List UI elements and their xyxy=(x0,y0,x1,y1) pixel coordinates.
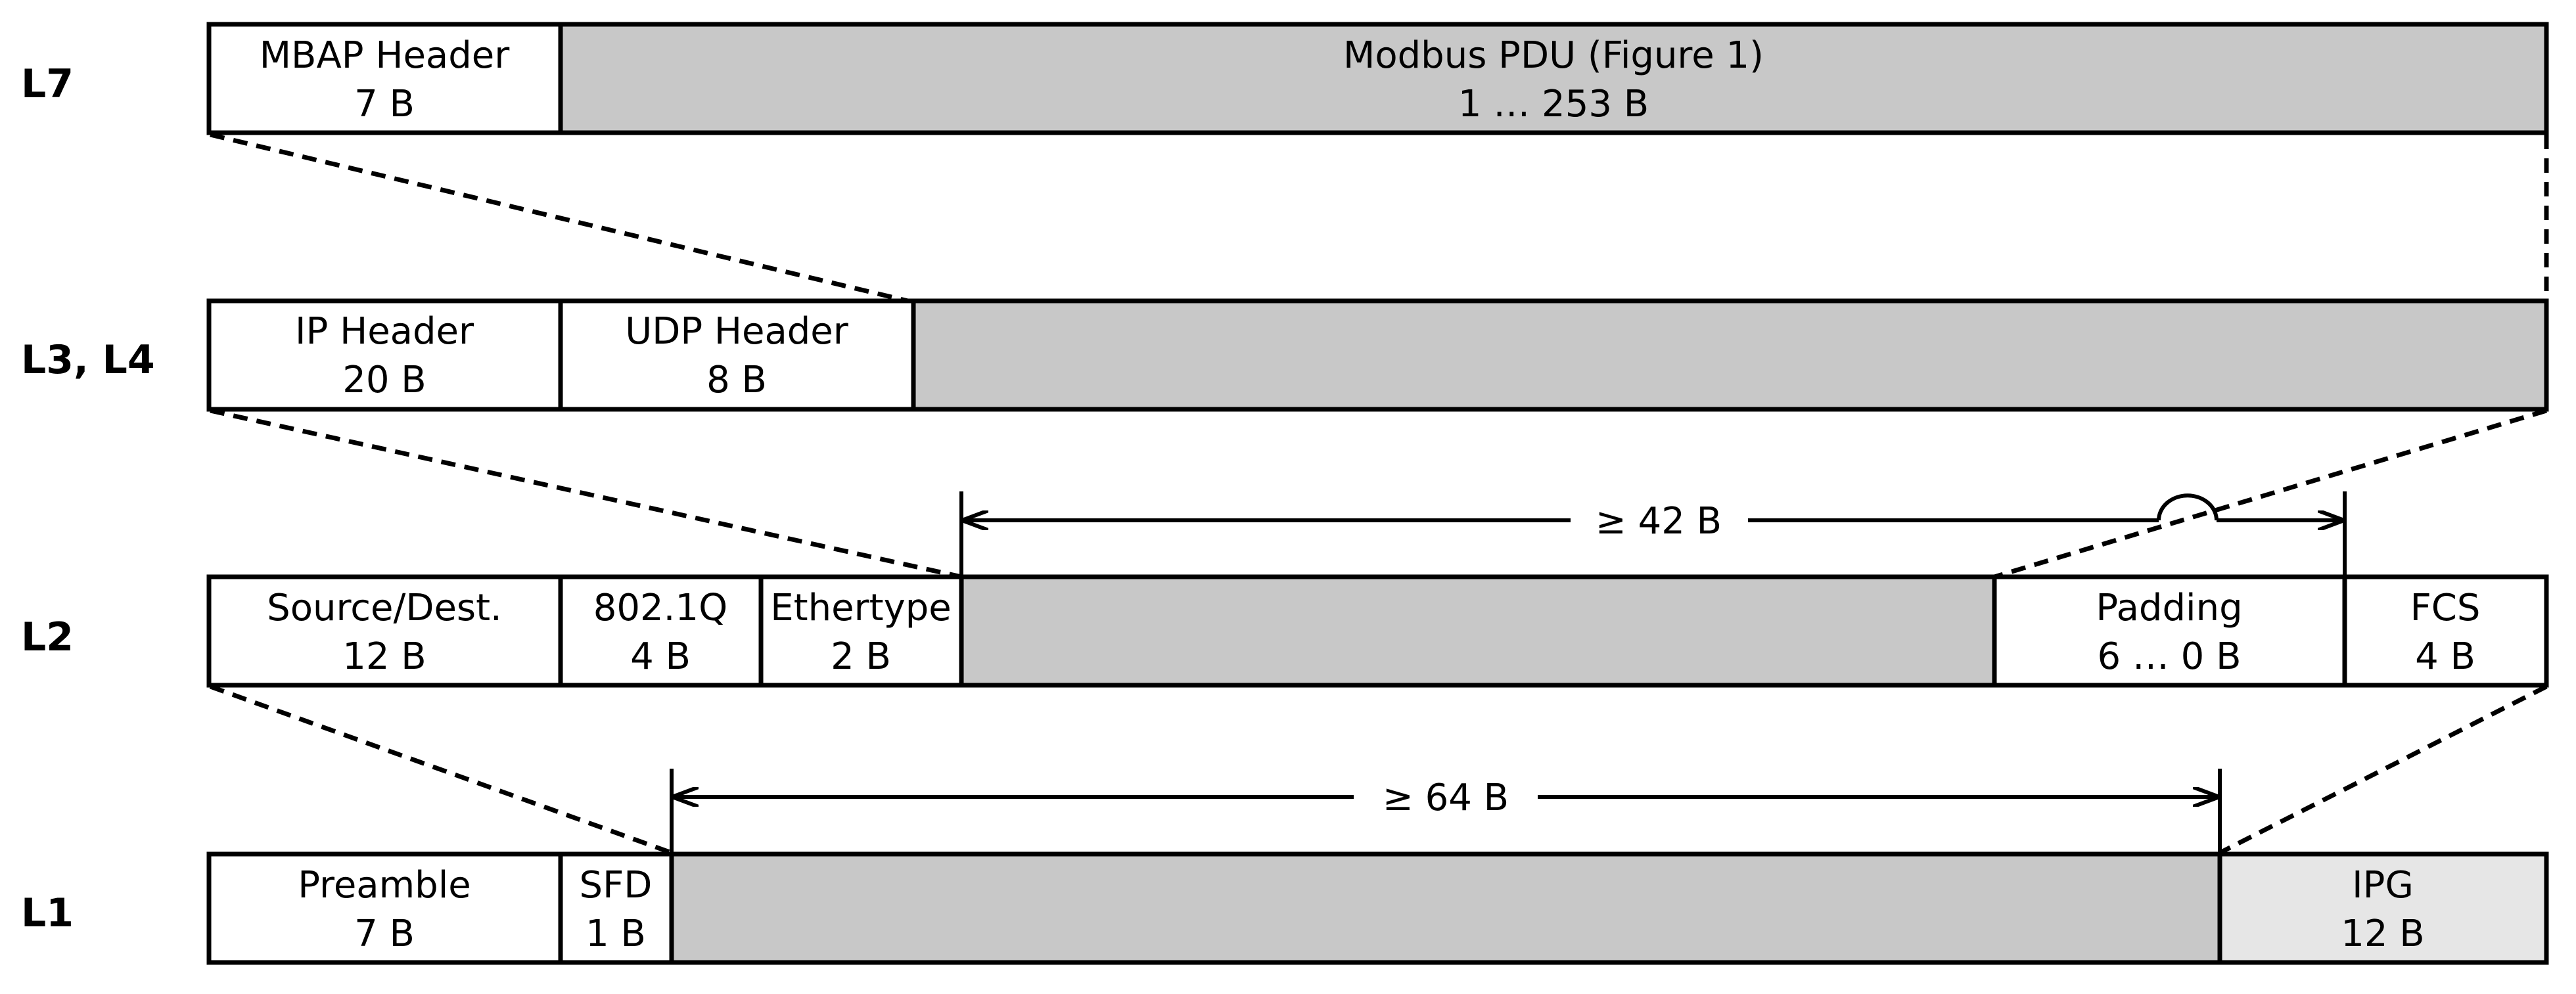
mbap-header-size: 7 B xyxy=(354,83,415,125)
fcs-label: FCS xyxy=(2410,587,2481,629)
connector-l7-left xyxy=(210,132,914,305)
l2-span-arrow: ≥ 42 B xyxy=(959,491,2347,578)
l1-frame-cell xyxy=(669,851,2222,965)
sfd-cell xyxy=(558,851,674,965)
source-dest-size: 12 B xyxy=(342,635,426,678)
padding-label: Padding xyxy=(2096,587,2242,629)
source-dest-label: Source/Dest. xyxy=(267,587,502,629)
l2-text: Source/Dest. 12 B 802.1Q 4 B Ethertype 2… xyxy=(267,587,2480,678)
layer-label-l2: L2 xyxy=(21,614,74,660)
vlan-8021q-cell xyxy=(558,574,764,688)
udp-header-size: 8 B xyxy=(706,359,767,401)
l7-row xyxy=(206,22,2549,135)
preamble-cell xyxy=(206,851,563,965)
l34-row xyxy=(206,298,2549,412)
padding-size: 6 … 0 B xyxy=(2097,635,2241,678)
line-crossing-hop xyxy=(2157,493,2219,521)
connector-lines xyxy=(209,132,2549,855)
ip-header-label: IP Header xyxy=(295,310,474,353)
modbus-pdu-cell xyxy=(558,22,2549,135)
connector-l34-right xyxy=(1993,408,2548,579)
preamble-label: Preamble xyxy=(298,864,471,907)
preamble-size: 7 B xyxy=(354,913,415,955)
vlan-8021q-size: 4 B xyxy=(630,635,691,678)
l2-row xyxy=(206,574,2549,688)
l2-payload-cell xyxy=(959,574,1997,688)
vlan-8021q-label: 802.1Q xyxy=(593,587,727,629)
mbap-header-cell xyxy=(206,22,563,135)
udp-payload-cell xyxy=(911,298,2549,412)
sfd-size: 1 B xyxy=(586,913,646,955)
l1-span-label: ≥ 64 B xyxy=(1383,777,1509,819)
sfd-label: SFD xyxy=(580,864,653,907)
layer-label-l3-l4: L3, L4 xyxy=(21,337,155,383)
l7-text: MBAP Header 7 B Modbus PDU (Figure 1) 1 … xyxy=(260,34,1764,125)
l34-text: IP Header 20 B UDP Header 8 B xyxy=(295,310,849,401)
l2-span-label: ≥ 42 B xyxy=(1596,500,1722,543)
ip-header-size: 20 B xyxy=(342,359,426,401)
connector-l34-left xyxy=(210,408,962,579)
modbus-pdu-label: Modbus PDU (Figure 1) xyxy=(1343,34,1764,77)
udp-header-label: UDP Header xyxy=(625,310,849,353)
ethertype-label: Ethertype xyxy=(770,587,951,629)
l1-row xyxy=(206,851,2549,965)
padding-cell xyxy=(1992,574,2347,688)
udp-header-cell xyxy=(558,298,916,412)
ipg-label: IPG xyxy=(2352,864,2414,907)
modbus-pdu-size: 1 … 253 B xyxy=(1458,83,1649,125)
mbap-header-label: MBAP Header xyxy=(260,34,510,77)
source-dest-cell xyxy=(206,574,563,688)
fcs-size: 4 B xyxy=(2415,635,2475,678)
l1-text: Preamble 7 B SFD 1 B IPG 12 B xyxy=(298,864,2424,955)
ethertype-size: 2 B xyxy=(831,635,891,678)
layer-label-l7: L7 xyxy=(21,61,74,107)
ipg-size: 12 B xyxy=(2341,913,2424,955)
connector-l2-left xyxy=(209,684,673,855)
ipg-cell xyxy=(2217,851,2549,965)
connector-l2-right xyxy=(2219,684,2548,855)
l1-span-arrow: ≥ 64 B xyxy=(670,769,2222,854)
layer-label-l1: L1 xyxy=(21,890,74,936)
fcs-cell xyxy=(2342,574,2549,688)
